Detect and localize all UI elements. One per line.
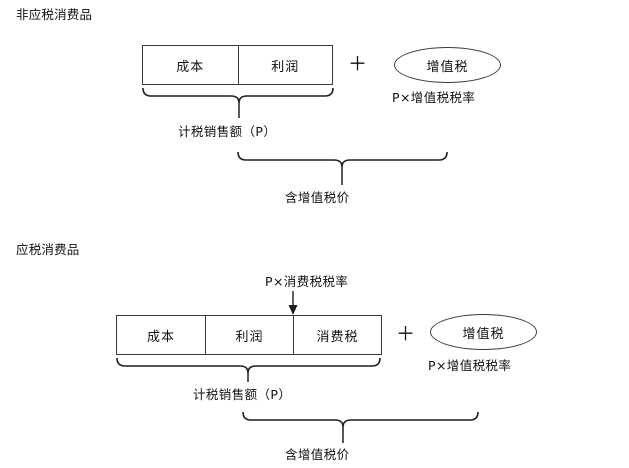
cost-profit-box-row-nontaxable: 成本 利润 [142,45,333,85]
box-cell-cost-nontaxable: 成本 [176,59,205,75]
vat-inclusive-price-label-taxable: 含增值税价 [285,447,350,462]
section-title-taxable: 应税消费品 [16,242,80,257]
consumption-tax-arrow-head [288,305,298,315]
taxable-sales-label-taxable: 计税销售额（P） [193,387,292,402]
brace-sales-taxable [116,357,381,374]
section-title-nontaxable: 非应税消费品 [16,7,93,22]
brace-inclusive-taxable [242,411,479,428]
box-cell-cost-taxable: 成本 [146,329,175,345]
cost-profit-consumptiontax-box-row-taxable: 成本 利润 消费税 [116,315,382,355]
vat-ellipse-taxable: 增值税 [430,314,537,350]
brace-inclusive-nontaxable [237,151,448,168]
box-cell-profit-nontaxable: 利润 [237,46,333,84]
plus-operator-nontaxable: ＋ [348,53,368,75]
taxable-sales-label-nontaxable: 计税销售额（P） [178,124,277,139]
vat-ellipse-nontaxable: 增值税 [394,47,501,83]
consumption-tax-formula: P×消费税税率 [265,274,349,289]
vat-formula-nontaxable: P×增值税税率 [392,90,476,105]
brace-sales-nontaxable [142,87,334,104]
vat-formula-taxable: P×增值税税率 [428,358,512,373]
box-cell-consumption-tax-taxable: 消费税 [292,316,381,354]
box-cell-profit-taxable: 利润 [204,316,293,354]
vat-inclusive-price-label-nontaxable: 含增值税价 [285,190,350,205]
plus-operator-taxable: ＋ [396,323,416,345]
